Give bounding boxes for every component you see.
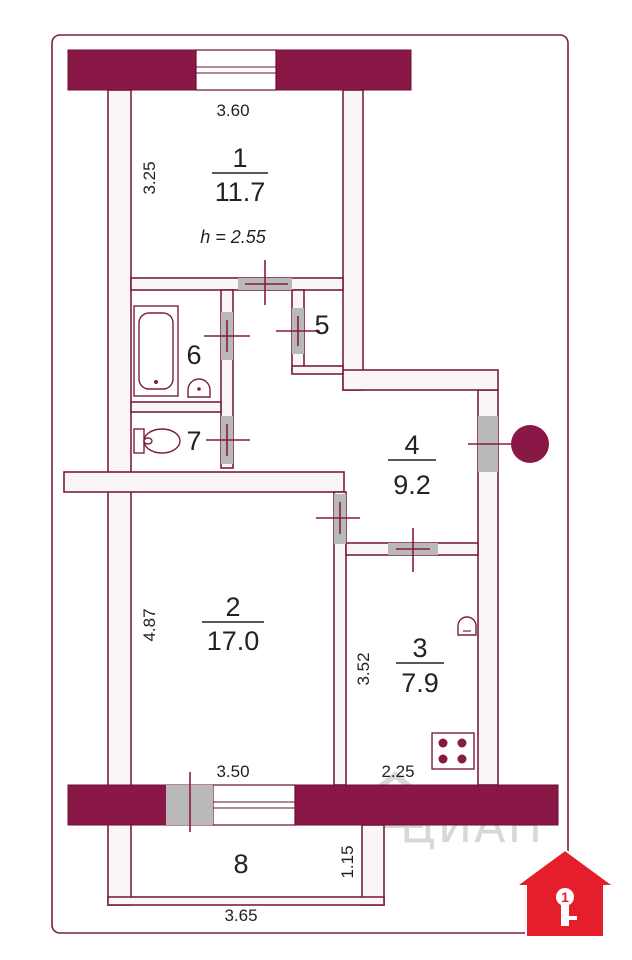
room-2-number: 2 — [225, 592, 240, 622]
sink-icon — [187, 378, 211, 398]
wall-room2-top — [63, 471, 345, 493]
exterior-wall-bottom — [67, 784, 559, 826]
wall-room1-bottom — [130, 277, 344, 291]
window-bottom — [212, 784, 296, 826]
dim-room3-length: 3.52 — [354, 652, 373, 685]
entrance-marker-icon — [511, 425, 549, 463]
room-3-area: 7.9 — [401, 668, 439, 698]
logo-digit: 1 — [561, 889, 569, 905]
ceiling-height: h = 2.55 — [200, 227, 267, 247]
dim-room2-width: 3.50 — [216, 762, 249, 781]
wall-left — [107, 89, 132, 906]
room-1-number: 1 — [232, 143, 247, 173]
wall-hall-top — [342, 369, 499, 391]
stove-icon — [431, 732, 475, 770]
window-top — [195, 49, 277, 91]
dim-room2-length: 4.87 — [140, 608, 159, 641]
room-6-number: 6 — [186, 340, 201, 370]
room-4-number: 4 — [404, 430, 419, 460]
wall-balcony-bottom — [107, 896, 385, 906]
wall-closet-bottom — [291, 365, 344, 375]
wall-balcony-right — [361, 824, 385, 906]
bathtub-icon — [133, 305, 179, 397]
door-ticks — [204, 260, 512, 572]
room-1-area: 11.7 — [215, 177, 266, 207]
toilet-icon — [133, 428, 181, 454]
dim-room1-length: 3.25 — [140, 161, 159, 194]
room-5-number: 5 — [314, 310, 329, 340]
room-8-number: 8 — [233, 849, 248, 879]
room-7-number: 7 — [186, 426, 201, 456]
room-2-area: 17.0 — [207, 626, 260, 656]
wall-room1-right — [342, 89, 364, 391]
gas-meter-icon — [457, 616, 477, 636]
dim-room3-width: 2.25 — [381, 762, 414, 781]
wall-bath-bottom — [130, 401, 222, 413]
dim-room1-width: 3.60 — [216, 101, 249, 120]
dim-balcony-width: 3.65 — [224, 906, 257, 925]
room-3-number: 3 — [412, 633, 427, 663]
room-4-area: 9.2 — [393, 470, 431, 500]
realty-logo-house-key-icon: 1 — [512, 848, 618, 938]
dim-balcony-depth: 1.15 — [338, 845, 357, 878]
